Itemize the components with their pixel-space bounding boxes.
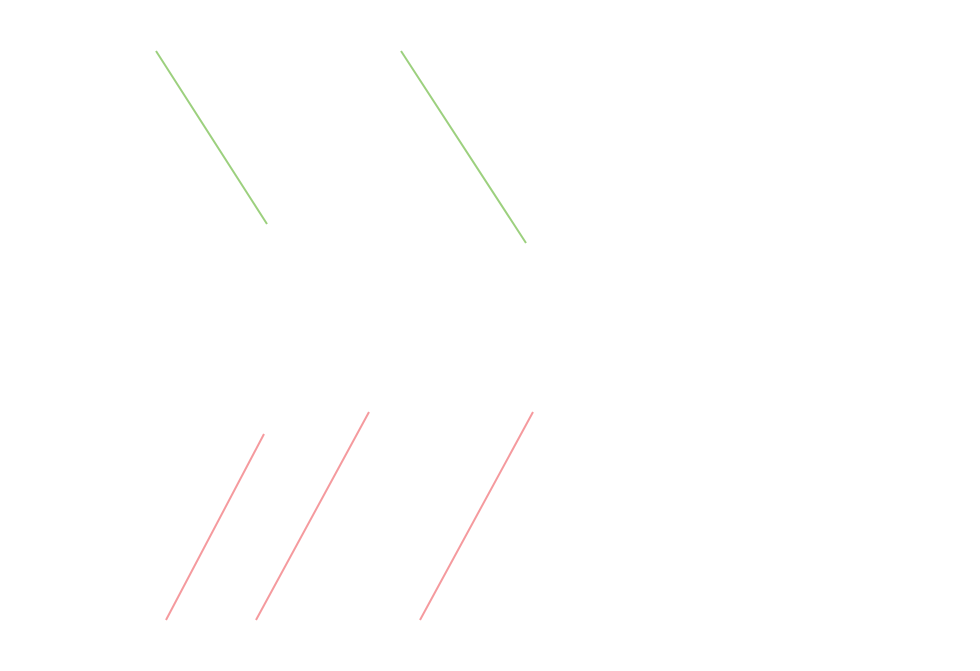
green-line-2 — [400, 50, 527, 244]
red-line-2 — [255, 411, 370, 621]
red-line-1 — [165, 433, 265, 621]
red-line-3 — [419, 411, 534, 621]
line-segments-layer — [155, 50, 534, 621]
green-line-1 — [155, 50, 268, 225]
